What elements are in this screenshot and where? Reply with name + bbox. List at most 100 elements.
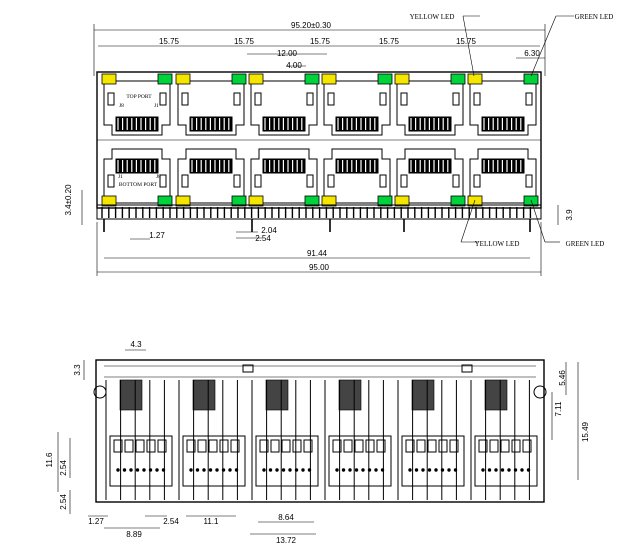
- contact-frame: [255, 435, 319, 487]
- rj45-port: [321, 73, 393, 136]
- edge-to-led-dimension: 6.30: [524, 49, 540, 58]
- contact-comb: [481, 116, 525, 132]
- green-led: [377, 73, 393, 85]
- bottom-port-label: BOTTOM PORT: [119, 182, 158, 188]
- contact-comb: [189, 116, 233, 132]
- contact-comb: [408, 116, 452, 132]
- mounting-hole: [533, 385, 547, 399]
- contact-comb: [408, 158, 452, 174]
- height-dimension: 3.4±0.20: [64, 184, 73, 216]
- pin-last-label: J1: [154, 103, 159, 109]
- bv-top-gap-dimension: 4.3: [130, 340, 142, 349]
- yellow-led: [321, 73, 337, 85]
- contact-comb: [115, 158, 159, 174]
- green-led: [157, 195, 173, 207]
- yellow-led: [467, 195, 483, 207]
- rj45-port: [248, 148, 320, 207]
- green-led: [304, 73, 320, 85]
- rj45-port: [467, 73, 539, 136]
- contact-frame: [109, 435, 173, 487]
- pin-first-label-bottom: J1: [118, 174, 123, 180]
- top-port-label: TOP PORT: [126, 94, 152, 100]
- contact-comb: [189, 158, 233, 174]
- connector-body-bottom-view: [95, 359, 545, 503]
- inner-width-dimension: 12.00: [277, 49, 298, 58]
- rj45-port: [101, 73, 173, 136]
- rj45-port: [101, 148, 173, 207]
- pin-last-label-bottom: J8: [156, 174, 161, 180]
- contact-comb: [481, 158, 525, 174]
- bv-bottom-d-dimension: 11.1: [204, 517, 220, 526]
- shield-block: [338, 379, 362, 411]
- yellow-led-label-bottom: YELLOW LED: [475, 240, 520, 248]
- shield-block: [265, 379, 289, 411]
- pitch-dimension: 15.75: [310, 37, 331, 46]
- contact-comb: [335, 158, 379, 174]
- yellow-led: [248, 195, 264, 207]
- yellow-led: [394, 73, 410, 85]
- green-led: [231, 195, 247, 207]
- yellow-led-label-top: YELLOW LED: [410, 13, 455, 21]
- green-led: [523, 195, 539, 207]
- green-led: [304, 195, 320, 207]
- pitch-dimension: 15.75: [234, 37, 255, 46]
- yellow-led: [175, 73, 191, 85]
- bv-left-height-dimension: 11.6: [45, 452, 54, 468]
- yellow-led: [101, 73, 117, 85]
- green-led-label-top: GREEN LED: [575, 13, 614, 21]
- bv-right-c-dimension: 15.49: [581, 421, 590, 442]
- shield-block: [484, 379, 508, 411]
- yellow-led: [101, 195, 117, 207]
- rj45-port: [321, 148, 393, 207]
- green-led: [377, 195, 393, 207]
- overall-width-dimension: 95.20±0.30: [291, 21, 332, 30]
- yellow-led: [394, 195, 410, 207]
- pin-offset-b-dimension: 2.54: [255, 234, 271, 243]
- bv-right-a-dimension: 5.46: [558, 370, 567, 386]
- pin-pitch-dimension: 1.27: [149, 231, 165, 240]
- contact-frame: [474, 435, 538, 487]
- pin-offset-a-dimension: 2.04: [261, 226, 277, 235]
- contact-comb: [262, 158, 306, 174]
- bv-bottom-a-dimension: 1.27: [88, 517, 104, 526]
- mounting-hole: [93, 385, 107, 399]
- contact-comb: [262, 116, 306, 132]
- yellow-led: [321, 195, 337, 207]
- pitch-dimension: 15.75: [456, 37, 477, 46]
- rj45-port: [394, 148, 466, 207]
- bottom-view: [57, 349, 579, 535]
- green-led: [231, 73, 247, 85]
- yellow-led: [175, 195, 191, 207]
- pitch-dimension: 15.75: [379, 37, 400, 46]
- pin-length-dimension: 3.9: [565, 209, 574, 221]
- green-led: [450, 73, 466, 85]
- pin-span-dimension: 91.44: [307, 249, 328, 258]
- shield-block: [411, 379, 435, 411]
- bv-left-b-dimension: 2.54: [59, 494, 68, 510]
- rj45-port: [394, 73, 466, 136]
- shield-block: [192, 379, 216, 411]
- green-led: [450, 195, 466, 207]
- pitch-dimension: 15.75: [159, 37, 180, 46]
- bv-bottom-f-dimension: 13.72: [276, 536, 297, 545]
- shield-block: [119, 379, 143, 411]
- bv-right-b-dimension: 7.11: [554, 401, 563, 417]
- rj45-port: [175, 148, 247, 207]
- rj45-port: [467, 148, 539, 207]
- bv-edge-dimension: 3.3: [73, 364, 82, 376]
- top-view: [81, 15, 574, 276]
- rj45-port: [175, 73, 247, 136]
- yellow-led: [467, 73, 483, 85]
- green-led: [523, 73, 539, 85]
- rj45-port: [248, 73, 320, 136]
- yellow-led: [248, 73, 264, 85]
- green-led: [157, 73, 173, 85]
- contact-comb: [335, 116, 379, 132]
- body-width-dimension: 95.00: [309, 263, 330, 272]
- contact-comb: [115, 116, 159, 132]
- bv-left-a-dimension: 2.54: [59, 460, 68, 476]
- contact-frame: [328, 435, 392, 487]
- led-offset-dimension: 4.00: [286, 61, 302, 70]
- green-led-label-bottom: GREEN LED: [566, 240, 605, 248]
